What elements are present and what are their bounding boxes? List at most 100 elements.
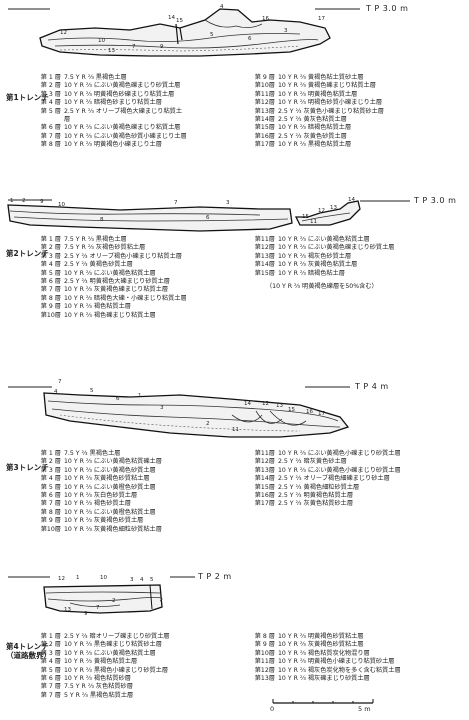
profile-layer-label: 3 bbox=[130, 577, 134, 583]
layer-description: 10 Y R ⅔ 褐色礫まじり粘質土層 bbox=[64, 311, 156, 319]
profile-layer-label: 1 bbox=[10, 198, 14, 204]
layer-description: 10 Y R ⅔ 明黄褐色砂礫まじり粘質土層 bbox=[64, 90, 175, 98]
layer-description: 7.5 Y R ⅔ 灰色粘質砂層 bbox=[64, 683, 133, 691]
profile-layer-label: 7 bbox=[58, 379, 62, 385]
layer-number: 第 1 層 bbox=[40, 450, 61, 457]
profile-layer-label: 11 bbox=[232, 427, 239, 433]
trench-4-title: 第4トレンチ bbox=[6, 642, 49, 651]
layer-description: 5 Y R ⅔ 黒褐色粘質土層 bbox=[64, 691, 134, 699]
layer-description: 2.5 Y ⅔ 黄褐色細粒砂質土層 bbox=[278, 483, 360, 491]
profile-layer-label: 15 bbox=[176, 18, 183, 24]
trench-2-title: 第2トレンチ bbox=[6, 249, 49, 258]
profile-layer-label: 13 bbox=[108, 48, 115, 54]
layer-number: 第 3 層 bbox=[40, 466, 61, 474]
layer-row: 層 bbox=[33, 116, 187, 124]
trench-3-profile-drawing bbox=[8, 386, 350, 438]
layer-description: 10 Y R ⅔ 暗褐色粘質土層 bbox=[278, 124, 352, 132]
profile-layer-label: 12 bbox=[262, 401, 269, 407]
layer-description: 10 Y R ⅔ 褐灰礫まじり砂質土層 bbox=[278, 675, 370, 683]
layer-number: 第11層 bbox=[254, 658, 275, 666]
layer-number: 第14層 bbox=[254, 261, 275, 269]
layer-description: 10 Y R ⅔ 褐灰色炭化物を多く含む粘質土層 bbox=[278, 666, 401, 674]
layer-description: 10 Y R ⅔ にぶい黄褐色礫まじり砂質土層 bbox=[64, 82, 181, 90]
layer-number: 第 6 層 bbox=[40, 675, 61, 683]
profile-layer-label: 2 bbox=[206, 421, 210, 427]
layer-description: 2.5 Y ⅔ 灰黄色砂質土層 bbox=[278, 132, 347, 140]
profile-layer-label: 14 bbox=[244, 401, 251, 407]
scale-bar bbox=[272, 699, 374, 704]
profile-layer-label: 12 bbox=[60, 30, 67, 36]
layer-description: 2.5 Y ⅔ 暗オリーブ礫まじり砂質土層 bbox=[64, 633, 170, 640]
layer-number: 第14層 bbox=[254, 116, 275, 124]
layer-description: 2.5 Y ⅔ 黄灰色粘質土層 bbox=[278, 116, 347, 124]
layer-number: 第 7 層 bbox=[40, 286, 61, 294]
profile-layer-label: 13 bbox=[64, 607, 71, 613]
profile-layer-label: 14 bbox=[168, 15, 175, 21]
layer-description: 2.5 Y ⅔ 黄褐色砂質土層 bbox=[64, 261, 133, 269]
layer-number: 第17層 bbox=[254, 141, 275, 149]
layer-number: 第16層 bbox=[254, 132, 275, 140]
layer-number: 第 1 層 bbox=[40, 74, 61, 81]
layer-description: 2.5 Y ⅔ 暗灰黄色砂土層 bbox=[278, 458, 347, 466]
layer-number: 第13層 bbox=[254, 675, 275, 683]
layer-number: 第 2 層 bbox=[40, 641, 61, 649]
layer-description: 2.5 Y ⅔ オリーブ褐色細礫まじり砂土層 bbox=[278, 475, 390, 483]
profile-layer-label: 8 bbox=[100, 217, 104, 223]
scale-zero-label: 0 bbox=[270, 705, 275, 713]
layer-description: 10 Y R ⅔ にぶい黄褐色礫まじり粘質土層 bbox=[64, 124, 181, 132]
profile-layer-label: 13 bbox=[330, 205, 337, 211]
layer-number: 第 7 層 bbox=[40, 683, 61, 691]
profile-layer-label: 15 bbox=[302, 214, 309, 220]
layer-description: 10 Y R ⅔ 暗褐色粘土層 bbox=[278, 269, 345, 277]
layer-number: 第 6 層 bbox=[40, 492, 61, 500]
profile-layer-label: 2 bbox=[112, 598, 116, 604]
layer-description: 10 Y R ⅔ 黒色礫まじり粘質砂土層 bbox=[64, 641, 162, 649]
layer-number: 第 6 層 bbox=[40, 278, 61, 286]
profile-layer-label: 5 bbox=[90, 388, 94, 394]
trench-3-title: 第3トレンチ bbox=[6, 463, 49, 472]
layer-number: 第 2 層 bbox=[40, 458, 61, 466]
trench-2-note: （10 Y R ⅔ 明黄褐色礫層を50%含む） bbox=[266, 283, 378, 290]
layer-description: 10 Y R ⅔ 明黄褐色粘質土層 bbox=[278, 90, 358, 98]
profile-layer-label: 5 bbox=[210, 32, 214, 38]
trench-4-subtitle: （道路敷界） bbox=[6, 651, 51, 660]
profile-layer-label: 12 bbox=[318, 208, 325, 214]
layer-number: 第 9 層 bbox=[254, 641, 275, 649]
profile-layer-label: 6 bbox=[206, 215, 210, 221]
profile-layer-label: 17 bbox=[318, 16, 325, 22]
layer-number: 第13層 bbox=[254, 107, 275, 115]
profile-layer-label: 13 bbox=[276, 403, 283, 409]
layer-number: 第12層 bbox=[254, 458, 275, 466]
profile-layer-label: 9 bbox=[40, 199, 44, 205]
